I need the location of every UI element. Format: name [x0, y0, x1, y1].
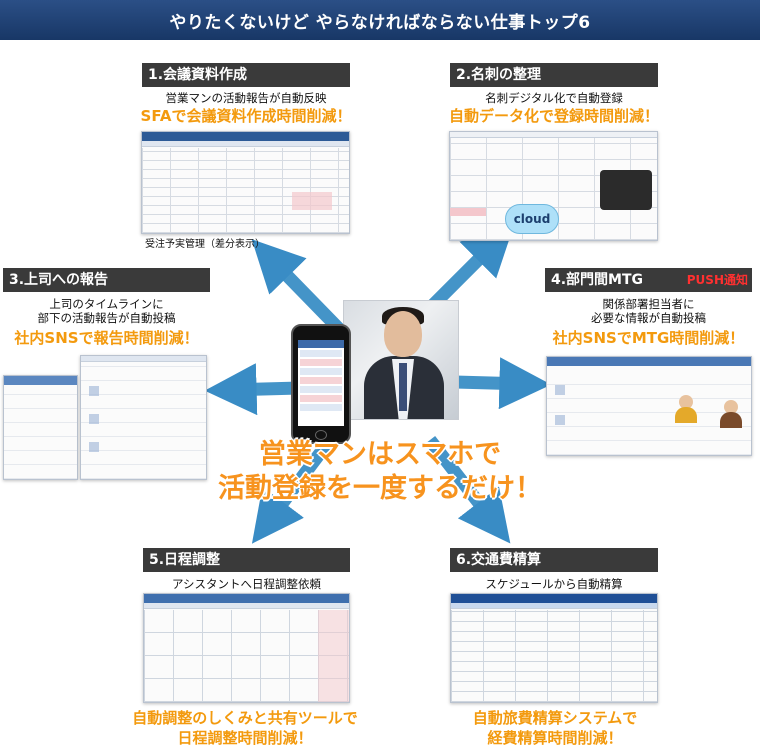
item-4-header-label: 4.部門間MTG [551, 272, 644, 288]
item-1-screenshot [141, 131, 350, 234]
item-4-subtitle-line-1: 関係部署担当者に [602, 297, 695, 311]
item-6-subtitle: スケジュールから自動精算 [485, 577, 623, 591]
item-6-highlight-line-1: 自動旅費精算システムで [472, 709, 638, 727]
item-5-header: 5.日程調整 [143, 548, 350, 572]
arrow-to-item-6 [424, 436, 511, 544]
item-3-header: 3.上司への報告 [3, 268, 210, 292]
item-5-screenshot [143, 593, 350, 703]
user-icon [720, 400, 742, 428]
item-1-header: 1.会議資料作成 [142, 63, 350, 87]
item-5-subtitle: アシスタントへ日程調整依頼 [171, 577, 322, 591]
scanner-icon [600, 170, 652, 210]
item-6-screenshot [450, 593, 658, 703]
item-3-subtitle-line-2: 部下の活動報告が自動投稿 [37, 311, 176, 325]
item-1-caption: 受注予実管理（差分表示） [145, 239, 265, 250]
item-2-subtitle: 名刺デジタル化で自動登録 [485, 91, 623, 105]
center-message-line-1: 営業マンはスマホで [258, 439, 502, 470]
item-2-highlight: 自動データ化で登録時間削減！ [448, 107, 659, 125]
user-icon [675, 395, 697, 423]
arrow-to-item-1 [251, 239, 350, 340]
item-3-screenshot [80, 355, 207, 480]
item-3-subtitle-line-1: 上司のタイムラインに [49, 297, 164, 311]
item-3-screenshot-back [3, 375, 78, 480]
item-1-highlight: SFAで会議資料作成時間削減！ [140, 107, 352, 125]
item-5-highlight-line-1: 自動調整のしくみと共有ツールで [132, 709, 358, 727]
item-4-header: 4.部門間MTG PUSH通知 [545, 268, 752, 292]
item-4-highlight: 社内SNSでMTG時間削減！ [552, 329, 745, 347]
arrow-to-item-3 [204, 363, 301, 416]
cloud-icon: cloud [505, 204, 559, 234]
item-5-highlight-line-2: 日程調整時間削減！ [177, 729, 313, 747]
smartphone-icon [291, 324, 351, 444]
item-2-header: 2.名刺の整理 [450, 63, 658, 87]
page-title: やりたくないけど やらなければならない仕事トップ6 [0, 0, 760, 40]
center-message-line-2: 活動登録を一度するだけ！ [218, 473, 542, 504]
item-6-header: 6.交通費精算 [450, 548, 658, 572]
arrow-to-item-4 [454, 357, 552, 410]
businessman-photo [343, 300, 459, 420]
item-4-subtitle-line-2: 必要な情報が自動投稿 [591, 311, 706, 325]
item-1-subtitle: 営業マンの活動報告が自動反映 [165, 91, 327, 105]
item-4-screenshot [546, 356, 752, 456]
arrow-to-item-5 [251, 436, 336, 544]
item-3-highlight: 社内SNSで報告時間削減！ [14, 329, 199, 347]
item-6-highlight-line-2: 経費精算時間削減！ [487, 729, 623, 747]
push-badge: PUSH通知 [686, 273, 748, 287]
